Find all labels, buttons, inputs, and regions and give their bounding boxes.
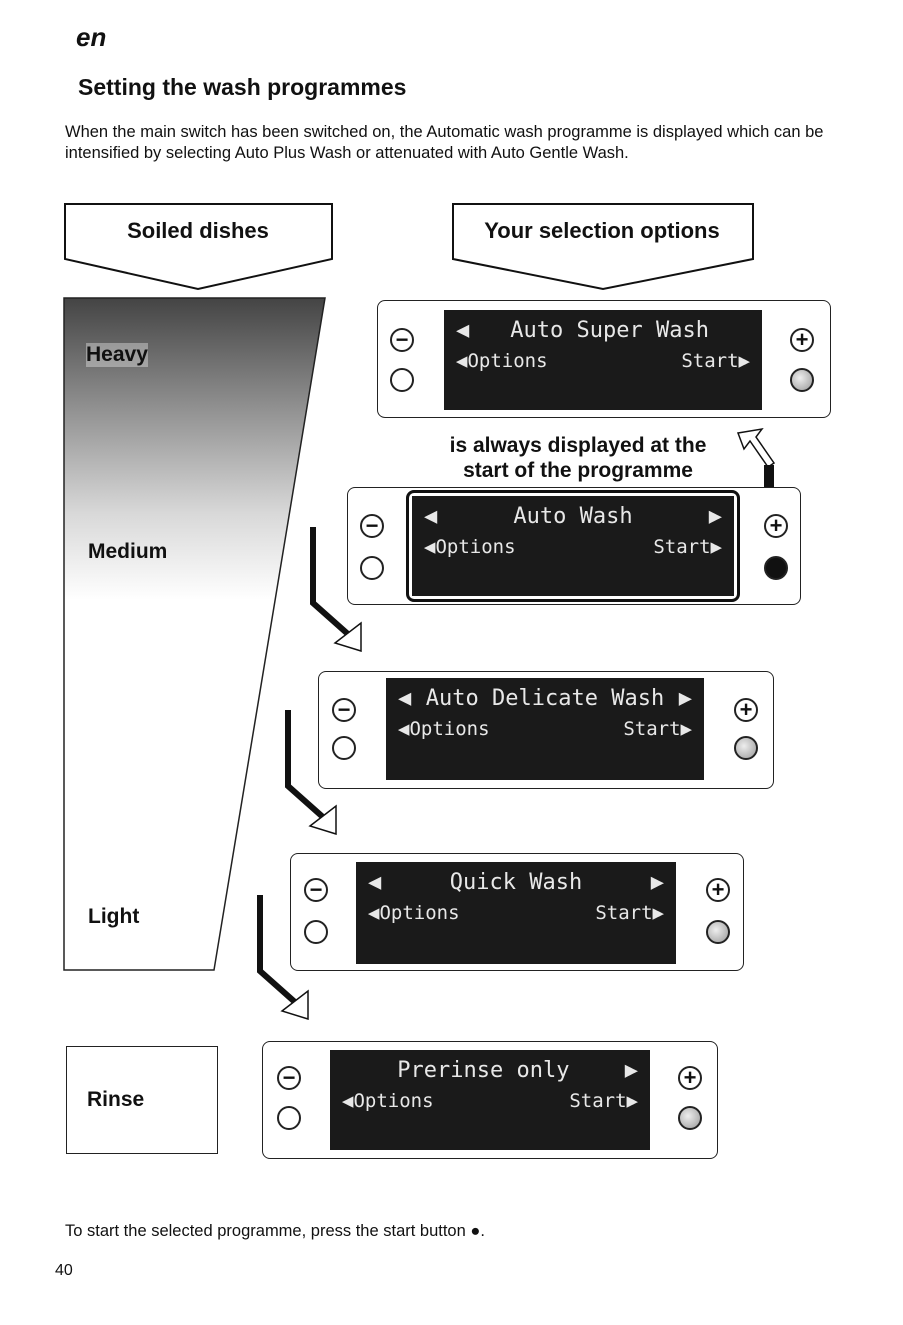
option-button-4[interactable] xyxy=(304,920,328,944)
lcd-options: ◀Options xyxy=(342,1090,434,1112)
minus-icon: − xyxy=(395,327,409,352)
lcd-programme-name: Prerinse only xyxy=(397,1058,570,1083)
lcd-arrow-right: ▶ xyxy=(708,504,722,529)
minus-button-2[interactable]: − xyxy=(360,514,384,538)
footer-instruction: To start the selected programme, press t… xyxy=(65,1222,485,1240)
level-rinse: Rinse xyxy=(87,1088,145,1111)
plus-icon: + xyxy=(739,697,753,722)
minus-button-1[interactable]: − xyxy=(390,328,414,352)
selection-options-label: Your selection options xyxy=(484,218,720,243)
lcd-arrow-right: ▶ xyxy=(650,870,664,895)
lcd-arrow-left: ◀ xyxy=(456,318,470,343)
lcd-display-3: ◀ Auto Delicate Wash ▶ ◀Options Start▶ xyxy=(386,678,704,780)
lcd-display-5: Prerinse only ▶ ◀Options Start▶ xyxy=(330,1050,650,1150)
start-button-4[interactable] xyxy=(706,920,730,944)
soiled-dishes-tab-shape xyxy=(64,203,333,291)
minus-icon: − xyxy=(309,877,323,902)
selection-options-heading: Your selection options xyxy=(453,204,751,258)
option-button-5[interactable] xyxy=(277,1106,301,1130)
plus-button-3[interactable]: + xyxy=(734,698,758,722)
soiled-dishes-heading: Soiled dishes xyxy=(65,204,331,258)
lcd-arrow-right: ▶ xyxy=(624,1058,638,1083)
minus-icon: − xyxy=(337,697,351,722)
intro-text: When the main switch has been switched o… xyxy=(65,123,824,162)
start-button-2[interactable] xyxy=(764,556,788,580)
lcd-programme-name: Auto Super Wash xyxy=(510,318,709,343)
minus-button-5[interactable]: − xyxy=(277,1066,301,1090)
lcd-programme-name: Auto Delicate Wash xyxy=(425,686,665,711)
page-title: Setting the wash programmes xyxy=(78,74,407,100)
lcd-arrow-right: ▶ xyxy=(678,686,692,711)
minus-button-4[interactable]: − xyxy=(304,878,328,902)
plus-button-1[interactable]: + xyxy=(790,328,814,352)
lcd-display-1: ◀ Auto Super Wash ◀Options Start▶ xyxy=(444,310,762,410)
selection-options-tab-shape xyxy=(452,203,754,291)
highlight-frame xyxy=(406,490,740,602)
down-arrow-icon xyxy=(285,710,337,836)
plus-icon: + xyxy=(795,327,809,352)
plus-icon: + xyxy=(683,1065,697,1090)
lcd-options: ◀Options xyxy=(424,536,516,558)
lcd-arrow-left: ◀ xyxy=(424,504,438,529)
language-code: en xyxy=(76,22,107,52)
lcd-display-4: ◀ Quick Wash ▶ ◀Options Start▶ xyxy=(356,862,676,964)
plus-icon: + xyxy=(711,877,725,902)
down-arrow-icon xyxy=(310,527,362,653)
start-button-1[interactable] xyxy=(790,368,814,392)
start-note: is always displayed at the start of the … xyxy=(449,434,707,482)
lcd-start: Start▶ xyxy=(595,902,664,924)
lcd-options: ◀Options xyxy=(456,350,548,372)
page-number: 40 xyxy=(55,1262,73,1279)
start-button-3[interactable] xyxy=(734,736,758,760)
level-heavy: Heavy xyxy=(86,343,148,367)
lcd-programme-name: Auto Wash xyxy=(513,504,633,529)
lcd-arrow-left: ◀ xyxy=(368,870,382,895)
lcd-programme-name: Quick Wash xyxy=(449,870,583,895)
level-medium: Medium xyxy=(88,540,168,563)
option-button-1[interactable] xyxy=(390,368,414,392)
plus-icon: + xyxy=(769,513,783,538)
rinse-box: Rinse xyxy=(66,1046,218,1154)
lcd-arrow-left: ◀ xyxy=(398,686,412,711)
option-button-3[interactable] xyxy=(332,736,356,760)
lcd-start: Start▶ xyxy=(681,350,750,372)
soiled-dishes-label: Soiled dishes xyxy=(127,218,269,243)
option-button-2[interactable] xyxy=(360,556,384,580)
plus-button-4[interactable]: + xyxy=(706,878,730,902)
level-light: Light xyxy=(88,905,140,928)
minus-icon: − xyxy=(365,513,379,538)
start-button-5[interactable] xyxy=(678,1106,702,1130)
lcd-start: Start▶ xyxy=(569,1090,638,1112)
lcd-start: Start▶ xyxy=(623,718,692,740)
lcd-options: ◀Options xyxy=(368,902,460,924)
minus-icon: − xyxy=(282,1065,296,1090)
lcd-display-2: ◀ Auto Wash ▶ ◀Options Start▶ xyxy=(412,496,734,596)
down-arrow-icon xyxy=(257,895,309,1021)
soil-level-gradient xyxy=(63,297,326,971)
lcd-options: ◀Options xyxy=(398,718,490,740)
lcd-start: Start▶ xyxy=(653,536,722,558)
minus-button-3[interactable]: − xyxy=(332,698,356,722)
plus-button-2[interactable]: + xyxy=(764,514,788,538)
plus-button-5[interactable]: + xyxy=(678,1066,702,1090)
